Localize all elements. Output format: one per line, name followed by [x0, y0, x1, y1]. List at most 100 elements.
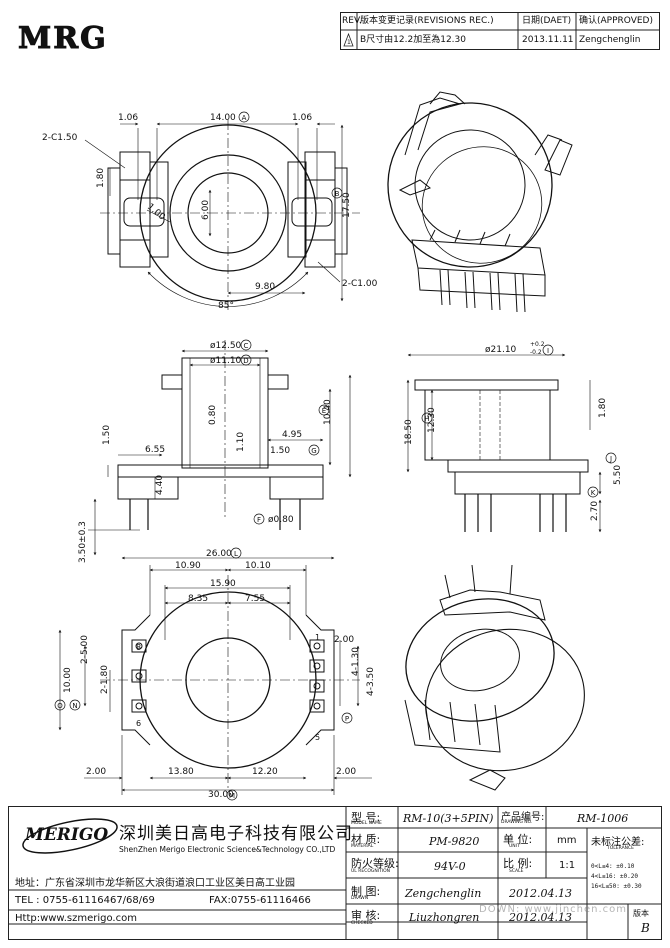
- dim-top-8: 17.50: [342, 192, 352, 218]
- logo-text: MRG: [18, 21, 108, 52]
- fire-value: 94V-0: [434, 860, 466, 873]
- svg-text:P: P: [345, 715, 349, 723]
- ref-label-h: H: [421, 412, 433, 424]
- revision-grid: 1: [340, 12, 660, 50]
- tolerance-row-2: 4<L≤16: ±0.20: [591, 873, 638, 880]
- dim-side-1: ø21.10: [485, 345, 517, 355]
- dim-bottom-15: 12.20: [252, 767, 278, 777]
- dim-bottom-7: 2-5.00: [80, 635, 90, 664]
- dim-bottom-17: 30.00: [208, 790, 234, 800]
- front-view: [88, 340, 352, 556]
- svg-text:N: N: [72, 702, 77, 710]
- company-name-en: ShenZhen Merigo Electronic Science&Techn…: [119, 845, 336, 854]
- model-value: RM-10(3+5PIN): [403, 812, 494, 825]
- ref-label-k: K: [587, 486, 599, 498]
- dim-front-10: 4.40: [155, 475, 165, 495]
- ref-label-c: C: [240, 339, 252, 351]
- drawing-no-value: RM-1006: [577, 812, 629, 825]
- model-label: 型 号:: [351, 811, 381, 824]
- dim-front-11: ø0.80: [268, 515, 294, 525]
- ref-label-b: B: [331, 187, 343, 199]
- rev-row-content: B尺寸由12.2加至為12.30: [360, 35, 466, 45]
- scale-label: 比 例:: [503, 857, 533, 870]
- merigo-swoosh-icon: [22, 818, 118, 854]
- dim-bottom-12: 2.00: [334, 635, 354, 645]
- dim-bottom-14: 13.80: [168, 767, 194, 777]
- svg-text:D: D: [243, 357, 248, 365]
- dim-front-5: 10.40: [323, 399, 333, 425]
- revision-triangle-icon: [343, 32, 354, 47]
- dim-bottom-10: 4-1.30: [351, 647, 361, 676]
- drawn-date: 2012.04.13: [509, 887, 572, 900]
- ref-label-e: E: [318, 404, 330, 416]
- dim-front-4: 1.10: [236, 432, 246, 452]
- approved-header: 确认(APPROVED): [579, 16, 653, 26]
- dim-bottom-1: 26.00: [206, 549, 232, 559]
- dim-front-1: ø12.50: [210, 341, 242, 351]
- company-address: 地址：广东省深圳市龙华新区大浪街道浪口工业区美日高工业园: [15, 878, 295, 889]
- dim-top-9: 9.80: [255, 282, 275, 292]
- drawing-no-label: 产品编号:: [501, 812, 545, 823]
- rev-row-approved: Zengchenglin: [579, 35, 641, 45]
- svg-text:B: B: [335, 190, 340, 198]
- dim-front-12: 3.50±0.3: [78, 521, 88, 563]
- dim-top-2: 14.00: [210, 113, 236, 123]
- checked-sub: CHECKED: [351, 921, 373, 926]
- side-view: [406, 353, 602, 533]
- dim-bottom-3: 10.10: [245, 561, 271, 571]
- dim-front-6: 1.50: [102, 425, 112, 445]
- company-name-cn: 深圳美日高电子科技有限公司: [119, 824, 353, 844]
- revision-table: 1 REV. 版本变更记录(REVISIONS REC.) 日期(DAET) 确…: [340, 12, 660, 50]
- dim-top-1: 1.06: [118, 113, 138, 123]
- pin-number-8: 8: [136, 643, 141, 652]
- svg-text:E: E: [322, 407, 326, 415]
- svg-text:A: A: [242, 114, 247, 122]
- checked-value: Liuzhongren: [409, 911, 480, 924]
- dim-top-5: 1.80: [96, 168, 106, 188]
- dim-front-2: ø11.10: [210, 356, 242, 366]
- checked-date: 2012.04.13: [509, 911, 572, 924]
- mrg-logo: MRG: [16, 20, 134, 57]
- drawn-value: Zengchenglin: [405, 887, 482, 900]
- checked-label: 审 核:: [351, 909, 381, 922]
- iso-view-bottom: [404, 564, 585, 791]
- dim-front-8: 4.95: [282, 430, 302, 440]
- dim-bottom-4: 15.90: [210, 579, 236, 589]
- ref-label-j: J: [605, 452, 617, 464]
- dim-top-11: 85°: [218, 301, 234, 311]
- scale-value: 1:1: [559, 860, 576, 871]
- ref-label-m: M: [226, 789, 238, 801]
- tolerance-label: 未标注公差:: [591, 837, 645, 848]
- ref-label-l: L: [230, 547, 242, 559]
- tolerance-row-3: 16<L≤50: ±0.30: [591, 883, 642, 890]
- fire-sub: UL RECOGNITION: [351, 869, 391, 874]
- dim-front-9: 1.50: [270, 446, 290, 456]
- svg-text:M: M: [229, 792, 235, 800]
- ref-label-a: A: [238, 111, 250, 123]
- mrg-logo-graphic: MRG: [18, 21, 108, 57]
- model-sub: MODEL NAME: [351, 821, 382, 826]
- dim-side-6: 1.80: [598, 398, 608, 418]
- drawn-label: 制 图:: [351, 885, 381, 898]
- dim-bottom-9: 10.00: [63, 667, 73, 693]
- svg-text:G: G: [311, 447, 316, 455]
- ref-label-f: F: [253, 513, 265, 525]
- date-header: 日期(DAET): [522, 16, 572, 26]
- scale-sub: SCALE: [509, 869, 524, 874]
- drawn-sub: DRAWN: [351, 896, 369, 901]
- ref-label-o: O: [54, 699, 66, 711]
- content-header: 版本变更记录(REVISIONS REC.): [360, 16, 494, 26]
- unit-sub: UNIT: [509, 844, 520, 849]
- title-block: MERIGO 深圳美日高电子科技有限公司 ShenZhen Merigo Ele…: [8, 806, 662, 940]
- dim-front-7: 6.55: [145, 445, 165, 455]
- svg-text:L: L: [234, 550, 238, 558]
- technical-drawing: 1.06 14.00 1.06 2-C1.50 1.80 6.00 1.00 1…: [42, 91, 623, 801]
- dim-front-3: 0.80: [208, 405, 218, 425]
- ref-label-g: G: [308, 444, 320, 456]
- dim-side-5: 12.30: [427, 407, 437, 433]
- dim-bottom-8: 2-1.80: [100, 665, 110, 694]
- rev-header: REV.: [342, 16, 362, 26]
- drawing-no-sub: DRAWING NO.: [501, 820, 533, 825]
- dim-top-3: 1.06: [292, 113, 312, 123]
